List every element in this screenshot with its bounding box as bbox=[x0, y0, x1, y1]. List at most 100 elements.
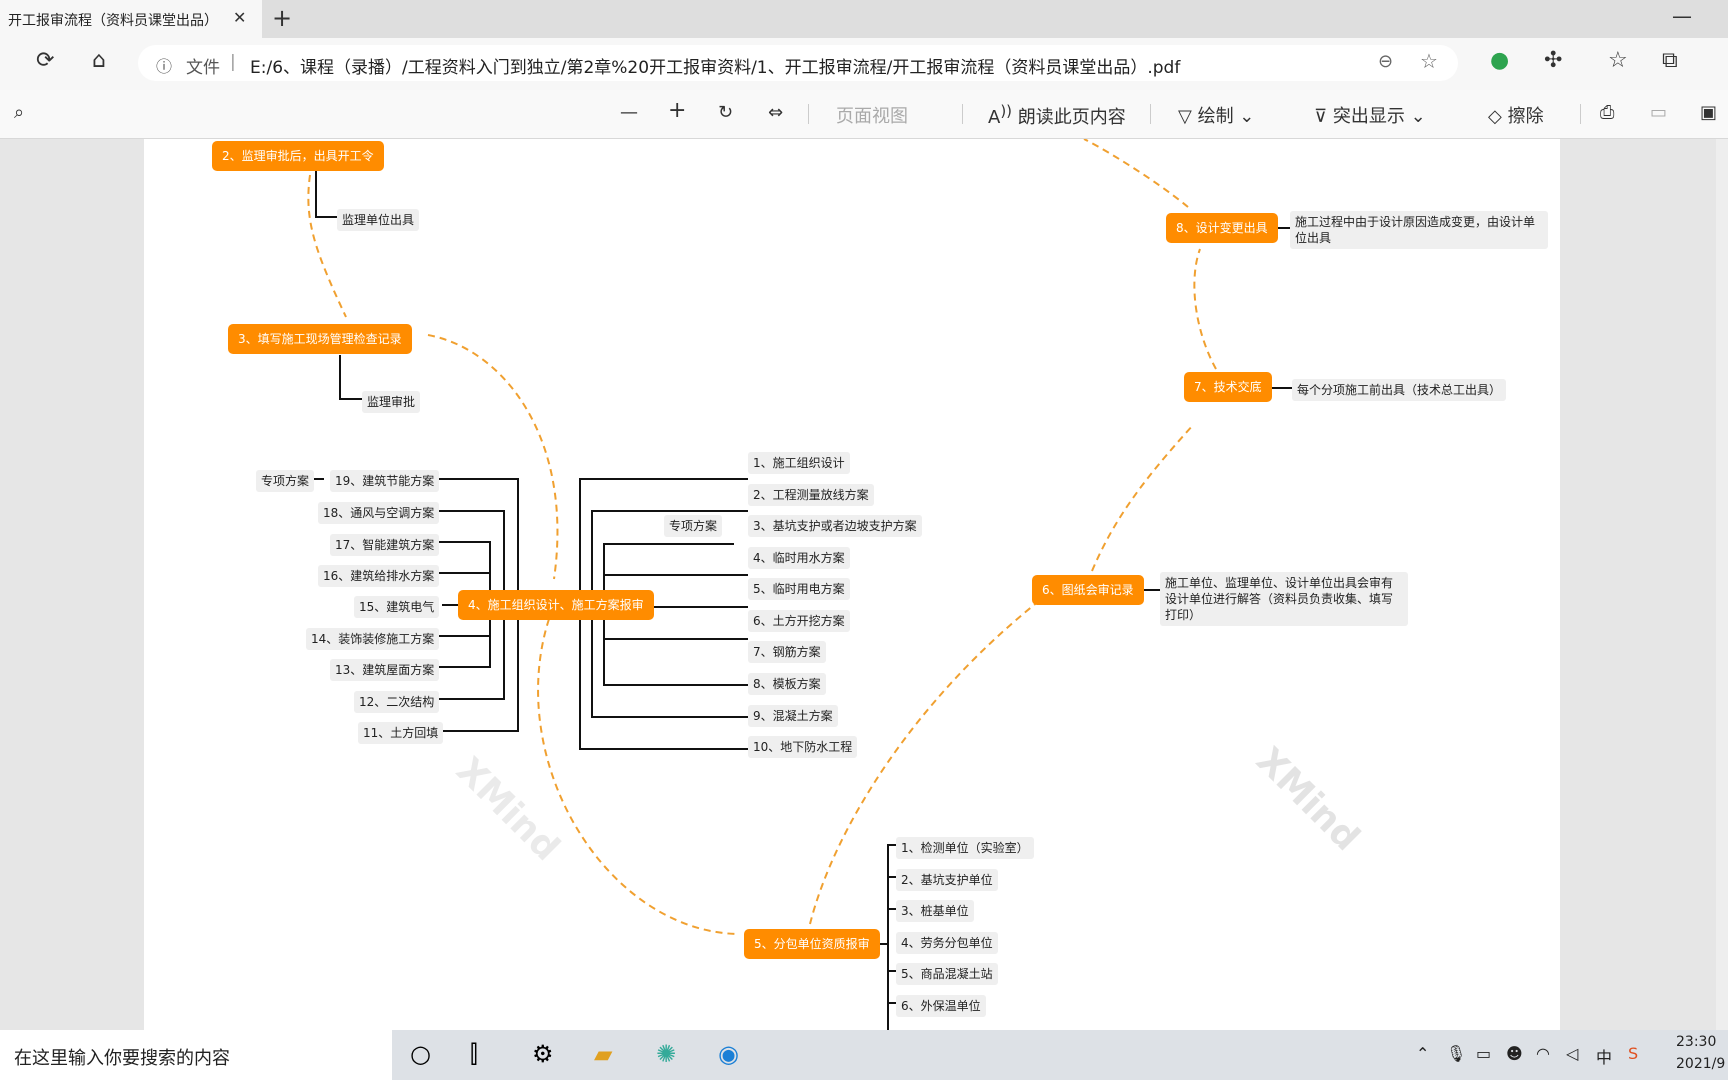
save-icon[interactable]: ▭ bbox=[1650, 102, 1668, 123]
left-item-15: 15、建筑电气 bbox=[354, 596, 440, 618]
right-item-10: 10、地下防水工程 bbox=[748, 736, 858, 758]
right-item-6: 6、土方开挖方案 bbox=[748, 610, 850, 632]
qq-icon[interactable]: ☻ bbox=[1506, 1044, 1523, 1063]
right-item-9: 9、混凝土方案 bbox=[748, 705, 838, 727]
edge-icon[interactable]: ◉ bbox=[718, 1040, 739, 1068]
address-bar[interactable]: ⓘ 文件 | E:/6、课程（录播）/工程资料入门到独立/第2章%20开工报审资… bbox=[138, 45, 1458, 81]
close-tab-icon[interactable]: ✕ bbox=[233, 8, 247, 27]
right-item-7: 7、钢筋方案 bbox=[748, 641, 826, 663]
wifi-icon[interactable]: ◠ bbox=[1536, 1044, 1550, 1063]
toolbar-divider bbox=[962, 104, 963, 124]
node-6-note: 施工单位、监理单位、设计单位出具会审有设计单位进行解答（资料员负责收集、填写打印… bbox=[1160, 572, 1408, 626]
sogou-icon[interactable]: S bbox=[1628, 1044, 1639, 1063]
right-item-3: 3、基坑支护或者边坡支护方案 bbox=[748, 515, 922, 537]
sub-item-1: 1、检测单位（实验室） bbox=[896, 837, 1034, 859]
node-8-note: 施工过程中由于设计原因造成变更，由设计单位出具 bbox=[1290, 211, 1548, 249]
info-icon[interactable]: ⓘ bbox=[156, 57, 173, 76]
minimize-button[interactable]: — bbox=[1672, 4, 1692, 28]
zoom-icon[interactable]: ⊖ bbox=[1378, 51, 1394, 72]
task-view-icon[interactable]: ⫿ bbox=[470, 1040, 478, 1068]
url-text[interactable]: E:/6、课程（录播）/工程资料入门到独立/第2章%20开工报审资料/1、开工报… bbox=[250, 58, 1181, 78]
erase-button[interactable]: ◇ 擦除 bbox=[1488, 106, 1544, 127]
right-special-tag: 专项方案 bbox=[664, 515, 723, 537]
taskbar-search-text[interactable]: 在这里输入你要搜索的内容 bbox=[14, 1048, 230, 1069]
fit-page-icon[interactable]: ⇔ bbox=[768, 102, 784, 123]
extension-icon[interactable]: ● bbox=[1490, 48, 1510, 73]
sub-item-6: 6、外保温单位 bbox=[896, 995, 986, 1017]
save-as-icon[interactable]: ▣ bbox=[1700, 102, 1718, 123]
zoom-in-icon[interactable]: + bbox=[668, 98, 687, 123]
mindmap-connectors bbox=[307, 139, 1292, 1030]
toolbar-divider bbox=[1580, 104, 1581, 124]
settings-icon[interactable]: ⚙ bbox=[532, 1040, 554, 1068]
left-item-11: 11、土方回填 bbox=[358, 722, 444, 744]
left-item-18: 18、通风与空调方案 bbox=[318, 502, 440, 524]
navigation-bar: ⟳ ⌂ ⓘ 文件 | E:/6、课程（录播）/工程资料入门到独立/第2章%20开… bbox=[0, 38, 1728, 90]
erase-label: 擦除 bbox=[1507, 106, 1544, 127]
left-item-19: 19、建筑节能方案 bbox=[330, 470, 440, 492]
right-item-4: 4、临时用水方案 bbox=[748, 547, 850, 569]
taskbar-search[interactable]: 在这里输入你要搜索的内容 bbox=[0, 1030, 392, 1080]
pdf-page: XMind XMind bbox=[144, 139, 1560, 1030]
left-item-17: 17、智能建筑方案 bbox=[330, 534, 440, 556]
home-icon[interactable]: ⌂ bbox=[92, 48, 106, 73]
right-item-2: 2、工程测量放线方案 bbox=[748, 484, 874, 506]
read-aloud-label: 朗读此页内容 bbox=[1017, 107, 1126, 128]
node-8-design-change[interactable]: 8、设计变更出具 bbox=[1166, 213, 1278, 243]
read-aloud-button[interactable]: A)) 朗读此页内容 bbox=[988, 102, 1126, 128]
puzzle-icon[interactable]: ✣ bbox=[1544, 48, 1563, 73]
node-3-site-check[interactable]: 3、填写施工现场管理检查记录 bbox=[228, 324, 412, 354]
toolbar-divider bbox=[808, 104, 809, 124]
clock-time[interactable]: 23:30 bbox=[1676, 1034, 1717, 1050]
favorites-icon[interactable]: ☆ bbox=[1608, 48, 1628, 73]
volume-icon[interactable]: ◁ bbox=[1566, 1044, 1579, 1063]
node-2-start-order[interactable]: 2、监理审批后，出具开工令 bbox=[212, 141, 384, 171]
tray-chevron-icon[interactable]: ⌃ bbox=[1416, 1044, 1430, 1063]
search-icon[interactable]: ⌕ bbox=[14, 102, 25, 123]
scrollbar[interactable] bbox=[1716, 139, 1728, 1030]
new-tab-button[interactable]: + bbox=[272, 4, 293, 32]
left-item-14: 14、装饰装修施工方案 bbox=[306, 628, 440, 650]
node-7-tech-briefing[interactable]: 7、技术交底 bbox=[1184, 372, 1272, 402]
tab-bar: 开工报审流程（资料员课堂出品） ✕ + — bbox=[0, 0, 1728, 38]
highlight-button[interactable]: ⊽ 突出显示 ⌄ bbox=[1314, 106, 1426, 127]
address-separator: | bbox=[230, 52, 236, 72]
pdf-viewport[interactable]: XMind XMind bbox=[0, 139, 1728, 1030]
browser-tab[interactable]: 开工报审流程（资料员课堂出品） ✕ bbox=[0, 0, 262, 38]
page-view-button[interactable]: 页面视图 bbox=[836, 106, 908, 127]
pdf-toolbar: ⌕ — + ↻ ⇔ 页面视图 A)) 朗读此页内容 ▽ 绘制 ⌄ ⊽ 突出显示 … bbox=[0, 90, 1728, 139]
node-3-sub: 监理审批 bbox=[362, 391, 421, 413]
tab-title: 开工报审流程（资料员课堂出品） bbox=[8, 13, 218, 29]
node-5-subcontractor[interactable]: 5、分包单位资质报审 bbox=[744, 929, 880, 959]
collections-icon[interactable]: ⧉ bbox=[1662, 48, 1678, 73]
left-item-16: 16、建筑给排水方案 bbox=[318, 565, 440, 587]
sub-item-3: 3、桩基单位 bbox=[896, 900, 974, 922]
microphone-icon[interactable]: 🎙 bbox=[1446, 1044, 1467, 1063]
file-explorer-icon[interactable]: ▰ bbox=[594, 1040, 613, 1068]
node-6-drawing-review[interactable]: 6、图纸会审记录 bbox=[1032, 575, 1144, 605]
sub-item-4: 4、劳务分包单位 bbox=[896, 932, 998, 954]
highlight-label: 突出显示 bbox=[1332, 106, 1405, 127]
node-2-sub: 监理单位出具 bbox=[337, 209, 420, 231]
ime-icon[interactable]: 中 bbox=[1596, 1048, 1613, 1067]
cortana-icon[interactable]: ○ bbox=[410, 1040, 431, 1068]
node-7-note: 每个分项施工前出具（技术总工出具） bbox=[1292, 379, 1507, 401]
left-item-12: 12、二次结构 bbox=[354, 691, 440, 713]
app-icon[interactable]: ✺ bbox=[656, 1040, 677, 1068]
toolbar-divider bbox=[1150, 104, 1151, 124]
node-4-construction-plan[interactable]: 4、施工组织设计、施工方案报审 bbox=[458, 590, 654, 620]
sub-item-2: 2、基坑支护单位 bbox=[896, 869, 998, 891]
zoom-out-icon[interactable]: — bbox=[620, 102, 638, 123]
rotate-icon[interactable]: ↻ bbox=[718, 102, 734, 123]
left-special-tag: 专项方案 bbox=[256, 470, 315, 492]
left-item-13: 13、建筑屋面方案 bbox=[330, 659, 440, 681]
favorite-icon[interactable]: ☆ bbox=[1420, 49, 1438, 73]
taskbar: 在这里输入你要搜索的内容 ○ ⫿ ⚙ ▰ ✺ ◉ ⌃ 🎙 ▭ ☻ ◠ ◁ 中 S… bbox=[0, 1030, 1728, 1080]
refresh-icon[interactable]: ⟳ bbox=[36, 48, 55, 73]
battery-icon[interactable]: ▭ bbox=[1476, 1044, 1492, 1063]
file-label: 文件 bbox=[186, 58, 220, 78]
draw-button[interactable]: ▽ 绘制 ⌄ bbox=[1178, 106, 1255, 127]
clock-date[interactable]: 2021/9 bbox=[1676, 1056, 1726, 1072]
right-item-8: 8、模板方案 bbox=[748, 673, 826, 695]
print-icon[interactable]: ⎙ bbox=[1600, 102, 1615, 123]
